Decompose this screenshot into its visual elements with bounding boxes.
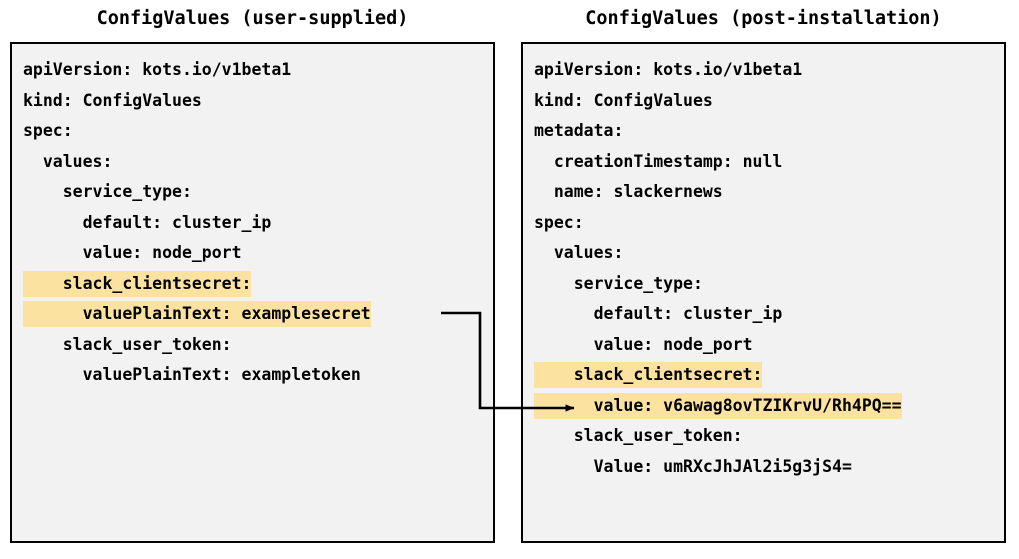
- code-text: apiVersion: kots.io/v1beta1: [534, 60, 803, 79]
- code-line: name: slackernews: [534, 177, 1000, 208]
- code-line: default: cluster_ip: [534, 299, 1000, 330]
- code-text: value: node_port: [534, 334, 753, 354]
- code-line: value: node_port: [534, 330, 1000, 361]
- code-text: slack_user_token:: [534, 426, 743, 445]
- code-line: values:: [534, 238, 1000, 269]
- code-line: metadata:: [534, 116, 1000, 147]
- code-line: service_type:: [23, 177, 489, 208]
- code-text: apiVersion: kots.io/v1beta1: [23, 60, 292, 79]
- code-line: slack_user_token:: [23, 330, 489, 361]
- left-code-block: apiVersion: kots.io/v1beta1 kind: ConfigV…: [23, 55, 489, 391]
- config-values-user-supplied-panel: apiVersion: kots.io/v1beta1 kind: ConfigV…: [10, 42, 495, 543]
- code-text: valuePlainText: exampletoken: [23, 365, 361, 384]
- code-line: slack_user_token:: [534, 421, 1000, 452]
- code-text: slack_user_token:: [23, 334, 232, 354]
- code-text: kind: ConfigValues: [534, 90, 713, 110]
- code-text: spec:: [534, 212, 584, 232]
- code-line: spec:: [534, 208, 1000, 239]
- code-line: values:: [23, 147, 489, 178]
- highlighted-code-text: value: v6awag8ovTZIKrvU/Rh4PQ==: [534, 392, 902, 419]
- code-text: service_type:: [23, 182, 192, 201]
- code-text: creationTimestamp: null: [534, 151, 783, 171]
- code-line: value: node_port: [23, 238, 489, 269]
- code-text: name: slackernews: [534, 182, 723, 201]
- code-line: Value: umRXcJhJAl2i5g3jS4=: [534, 452, 1000, 483]
- code-text: default: cluster_ip: [534, 304, 783, 323]
- code-line: default: cluster_ip: [23, 208, 489, 239]
- code-line: value: v6awag8ovTZIKrvU/Rh4PQ==: [534, 391, 1000, 422]
- left-panel-title: ConfigValues (user-supplied): [96, 8, 409, 29]
- code-text: metadata:: [534, 121, 624, 140]
- highlighted-code-text: valuePlainText: examplesecret: [23, 301, 371, 327]
- config-values-post-installation-panel: apiVersion: kots.io/v1beta1 kind: ConfigV…: [521, 42, 1006, 543]
- code-text: service_type:: [534, 273, 703, 293]
- code-text: Value: umRXcJhJAl2i5g3jS4=: [534, 456, 852, 476]
- code-text: kind: ConfigValues: [23, 90, 202, 110]
- right-code-block: apiVersion: kots.io/v1beta1 kind: ConfigV…: [534, 55, 1000, 482]
- code-text: values:: [534, 243, 624, 262]
- code-line: apiVersion: kots.io/v1beta1: [534, 55, 1000, 86]
- code-line: valuePlainText: examplesecret: [23, 299, 489, 330]
- code-text: default: cluster_ip: [23, 212, 272, 232]
- code-line: kind: ConfigValues: [534, 86, 1000, 117]
- code-text: spec:: [23, 121, 73, 140]
- code-line: service_type:: [534, 269, 1000, 300]
- code-text: values:: [23, 151, 113, 171]
- code-line: valuePlainText: exampletoken: [23, 360, 489, 391]
- code-line: creationTimestamp: null: [534, 147, 1000, 178]
- code-line: apiVersion: kots.io/v1beta1: [23, 55, 489, 86]
- right-panel-title: ConfigValues (post-installation): [585, 8, 942, 29]
- code-line: slack_clientsecret:: [534, 360, 1000, 391]
- highlighted-code-text: slack_clientsecret:: [23, 270, 252, 297]
- code-line: kind: ConfigValues: [23, 86, 489, 117]
- code-line: spec:: [23, 116, 489, 147]
- highlighted-code-text: slack_clientsecret:: [534, 362, 763, 388]
- code-text: value: node_port: [23, 243, 242, 262]
- code-line: slack_clientsecret:: [23, 269, 489, 300]
